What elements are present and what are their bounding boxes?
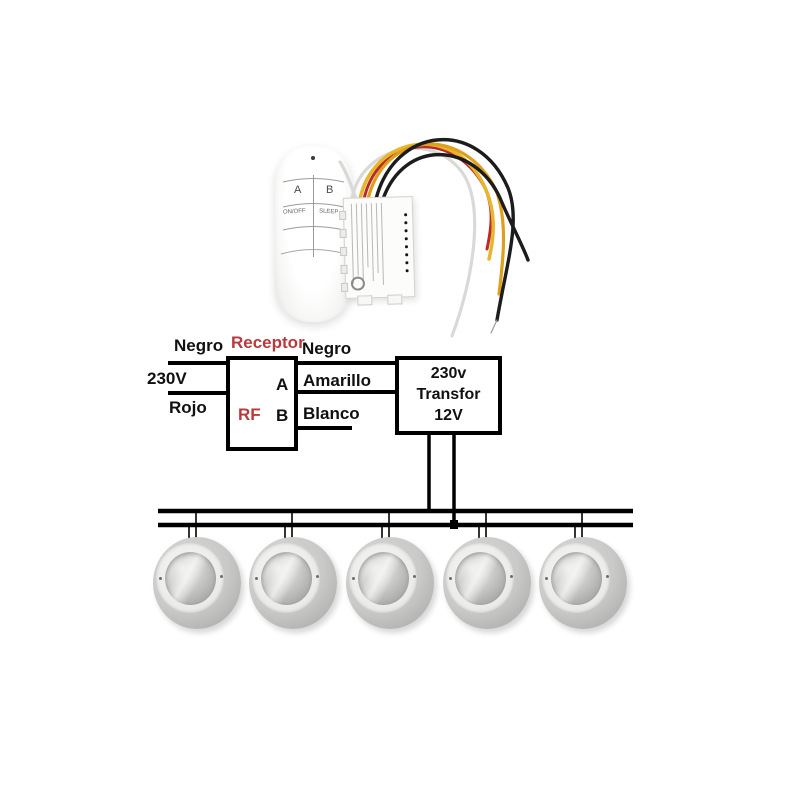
label-rf: RF bbox=[238, 405, 261, 424]
label-rojo-input: Rojo bbox=[169, 398, 207, 417]
transformer-box-outline bbox=[395, 356, 502, 435]
pool-light bbox=[153, 537, 241, 629]
pool-light-screw bbox=[510, 575, 513, 578]
pool-light-screw bbox=[159, 577, 162, 580]
label-230v-input: 230V bbox=[147, 369, 187, 388]
transformer-name: Transfor bbox=[416, 386, 481, 403]
transformer-voltage-out: 12V bbox=[434, 407, 463, 424]
label-amarillo-output: Amarillo bbox=[303, 371, 372, 390]
pool-light-screw bbox=[449, 577, 452, 580]
pool-light bbox=[249, 537, 337, 629]
receptor-box-outline bbox=[226, 356, 298, 451]
pool-light-screw bbox=[255, 577, 258, 580]
pool-light-lens bbox=[261, 552, 312, 605]
pool-light bbox=[539, 537, 627, 629]
bus-junction bbox=[450, 520, 458, 529]
label-terminal-b: B bbox=[276, 406, 289, 425]
pool-light-lens bbox=[455, 552, 506, 605]
pool-light-screw bbox=[413, 575, 416, 578]
pool-light bbox=[346, 537, 434, 629]
label-blanco-output: Blanco bbox=[303, 404, 360, 423]
pool-light-lens bbox=[358, 552, 409, 605]
remote-button-lines bbox=[280, 175, 347, 257]
pool-light-lens bbox=[551, 552, 602, 605]
pool-light-screw bbox=[220, 575, 223, 578]
label-negro-output: Negro bbox=[302, 339, 352, 358]
label-terminal-a: A bbox=[276, 375, 289, 394]
pool-light-screw bbox=[352, 577, 355, 580]
pool-light-screw bbox=[606, 575, 609, 578]
transformer-box-text: 230v Transfor 12V bbox=[397, 363, 500, 426]
label-negro-input: Negro bbox=[174, 336, 224, 355]
label-receptor-title: Receptor bbox=[231, 333, 305, 352]
pool-light bbox=[443, 537, 531, 629]
transformer-voltage-in: 230v bbox=[430, 365, 467, 382]
pool-light-screw bbox=[545, 577, 548, 580]
remote-button-b: B bbox=[326, 184, 334, 196]
remote-control: A B ON/OFF SLEEP bbox=[275, 145, 352, 322]
remote-led-dot bbox=[311, 156, 315, 160]
remote-button-a: A bbox=[294, 184, 302, 196]
pool-light-screw bbox=[316, 575, 319, 578]
pool-light-lens bbox=[165, 552, 216, 605]
